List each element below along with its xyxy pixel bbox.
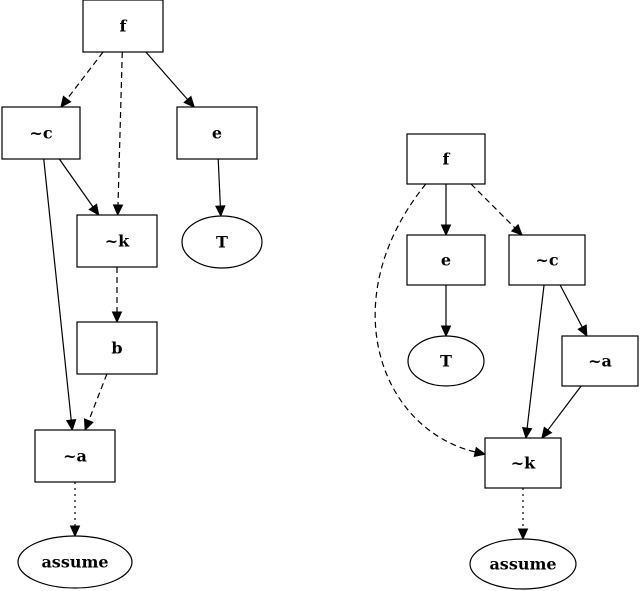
edges-layer: [43, 51, 588, 541]
node-box: [484, 437, 562, 489]
right-edge-3: [440, 285, 452, 338]
right-edge-6: [541, 385, 582, 439]
node-box: [406, 234, 486, 286]
left-arrowhead-4: [65, 419, 77, 432]
right-edge-line-1: [470, 183, 517, 230]
node-box: [82, 0, 164, 53]
left-edge-line-0: [65, 51, 104, 101]
left-arrowhead-5: [215, 205, 226, 218]
node-label: e: [212, 124, 222, 143]
node-label: T: [216, 233, 228, 252]
node-box: [76, 214, 158, 268]
left-node-T: T: [181, 215, 263, 269]
left-graph: [43, 51, 226, 538]
right-node-e: e: [406, 234, 486, 286]
node-label: T: [440, 352, 452, 371]
right-arrowhead-2: [473, 446, 487, 458]
right-node-nc: ~c: [508, 234, 586, 286]
right-edge-7: [517, 488, 529, 541]
node-label: ~k: [511, 454, 536, 473]
left-edge-8: [69, 482, 81, 538]
right-edge-5: [559, 284, 588, 338]
left-node-f: f: [82, 0, 164, 53]
left-arrowhead-3: [88, 203, 100, 216]
node-ellipse: [407, 335, 485, 387]
left-arrowhead-6: [111, 311, 123, 324]
left-edge-line-5: [217, 158, 221, 208]
right-edge-line-5: [559, 284, 584, 329]
left-edge-line-4: [43, 158, 72, 422]
left-arrowhead-1: [112, 204, 124, 217]
node-box: [406, 133, 486, 185]
left-edge-line-7: [87, 373, 108, 422]
right-edge-0: [440, 184, 452, 237]
left-node-na: ~a: [34, 429, 116, 483]
left-edge-2: [145, 51, 195, 108]
left-arrowhead-2: [183, 95, 195, 108]
left-node-b: b: [76, 321, 158, 375]
right-node-f: f: [406, 133, 486, 185]
left-arrowhead-0: [60, 95, 72, 108]
node-box: [561, 335, 639, 387]
left-edge-line-1: [117, 51, 123, 207]
node-label: e: [441, 251, 451, 270]
right-edge-2: [374, 183, 487, 458]
node-label: assume: [41, 553, 108, 572]
left-edge-6: [111, 267, 123, 324]
left-node-nk: ~k: [76, 214, 158, 268]
left-node-nc: ~c: [1, 106, 81, 160]
node-box: [76, 321, 158, 375]
right-node-T: T: [407, 335, 485, 387]
right-node-assume: assume: [469, 538, 577, 590]
left-node-e: e: [176, 106, 258, 160]
right-arrowhead-1: [510, 223, 523, 236]
right-arrowhead-6: [541, 426, 553, 439]
right-arrowhead-7: [517, 528, 529, 541]
node-label: ~c: [29, 124, 52, 143]
node-box: [508, 234, 586, 286]
right-graph: [374, 183, 588, 541]
node-ellipse: [17, 535, 133, 589]
right-node-nk: ~k: [484, 437, 562, 489]
node-label: f: [120, 17, 128, 36]
left-edge-4: [43, 158, 77, 432]
left-arrowhead-7: [84, 418, 94, 432]
left-arrowhead-8: [69, 525, 81, 538]
node-label: ~k: [105, 232, 130, 251]
right-arrowhead-3: [440, 325, 452, 338]
left-node-assume: assume: [17, 535, 133, 589]
node-box: [176, 106, 258, 160]
node-label: ~c: [535, 251, 558, 270]
node-label: ~a: [63, 447, 87, 466]
node-ellipse: [469, 538, 577, 590]
node-label: ~a: [588, 352, 612, 371]
node-label: assume: [489, 555, 556, 574]
left-edge-line-2: [145, 51, 189, 101]
node-label: f: [443, 150, 451, 169]
left-edge-0: [60, 51, 104, 108]
node-ellipse: [181, 215, 263, 269]
right-arrowhead-5: [577, 324, 588, 338]
node-label: b: [111, 339, 122, 358]
right-arrowhead-4: [521, 426, 533, 440]
node-box: [34, 429, 116, 483]
left-edge-5: [215, 158, 226, 218]
right-edge-1: [470, 183, 523, 236]
right-edge-line-6: [546, 385, 582, 432]
left-edge-line-3: [58, 158, 95, 208]
left-edge-7: [84, 373, 108, 432]
left-edge-3: [58, 158, 100, 216]
node-box: [1, 106, 81, 160]
right-edge-line-2: [374, 183, 477, 453]
right-arrowhead-0: [440, 224, 452, 237]
right-node-na: ~a: [561, 335, 639, 387]
left-edge-1: [112, 51, 124, 217]
right-edge-4: [521, 284, 545, 440]
right-edge-line-4: [526, 284, 545, 430]
